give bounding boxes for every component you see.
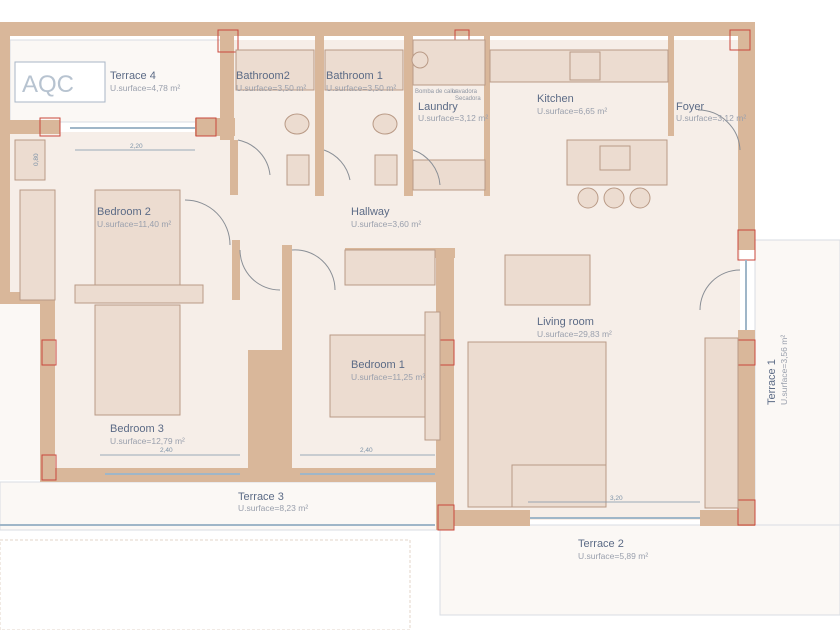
furniture <box>14 39 739 509</box>
room-bedroom-1: Bedroom 1U.surface=11,25 m² <box>351 359 425 382</box>
dimension-label: 2,20 <box>130 143 143 150</box>
room-area: U.surface=3,56 m² <box>779 335 789 405</box>
room-name: Hallway <box>351 206 390 218</box>
room-name: Terrace 3 <box>238 491 284 503</box>
room-name: Laundry <box>418 101 458 113</box>
terrace-2-area <box>439 524 840 616</box>
room-bedroom-2: Bedroom 2U.surface=11,40 m² <box>97 206 171 229</box>
room-name: Terrace 1 <box>766 359 778 405</box>
room-name: Living room <box>537 316 594 328</box>
doors <box>184 109 741 311</box>
room-area: U.surface=4,78 m² <box>110 83 180 93</box>
dimension-label: 2,40 <box>360 447 373 454</box>
room-area: U.surface=11,25 m² <box>351 372 425 382</box>
heat-pump-label: Bomba de calor <box>415 89 457 95</box>
room-name: Bedroom 2 <box>97 206 151 218</box>
room-name: Bathroom 1 <box>326 70 383 82</box>
windows <box>0 127 747 526</box>
dimension-label: 3,20 <box>610 495 623 502</box>
room-area: U.surface=5,89 m² <box>578 551 648 561</box>
room-area: U.surface=8,23 m² <box>238 503 308 513</box>
room-area: U.surface=11,40 m² <box>97 219 171 229</box>
dryer-label: Secadora <box>455 96 481 102</box>
dimension-label: 0,80 <box>33 153 40 166</box>
left-terrace-strip <box>0 300 45 480</box>
room-area: U.surface=3,60 m² <box>351 219 421 229</box>
room-name: Bathroom2 <box>236 70 290 82</box>
room-name: Bedroom 1 <box>351 359 405 371</box>
room-name: Terrace 2 <box>578 538 624 550</box>
room-area: U.surface=3,50 m² <box>236 83 306 93</box>
room-area: U.surface=3,12 m² <box>676 113 746 123</box>
terrace-3-area <box>0 481 441 531</box>
pool-label: AQC <box>22 71 74 98</box>
room-name: Terrace 4 <box>110 70 156 82</box>
dimension-lines <box>75 149 700 503</box>
room-name: Foyer <box>676 101 704 113</box>
washer-label: Lavadora <box>452 89 478 95</box>
room-area: U.surface=6,65 m² <box>537 106 607 116</box>
room-area: U.surface=3,50 m² <box>326 83 396 93</box>
room-terrace-3: Terrace 3U.surface=8,23 m² <box>238 491 308 513</box>
terrace-1-area <box>754 239 840 531</box>
room-terrace-2: Terrace 2U.surface=5,89 m² <box>578 538 648 561</box>
dimension-label: 2,40 <box>160 447 173 454</box>
walls <box>0 22 755 530</box>
garden-area <box>0 539 411 630</box>
pool <box>14 61 106 103</box>
room-bedroom-3: Bedroom 3U.surface=12,79 m² <box>110 423 185 446</box>
room-bathroom-1: Bathroom 1U.surface=3,50 m² <box>326 70 396 93</box>
room-name: Kitchen <box>537 93 574 105</box>
room-area: U.surface=12,79 m² <box>110 436 185 446</box>
room-area: U.surface=3,12 m² <box>418 113 488 123</box>
room-terrace-4: Terrace 4U.surface=4,78 m² <box>110 70 180 93</box>
room-name: Bedroom 3 <box>110 423 164 435</box>
room-area: U.surface=29,83 m² <box>537 329 612 339</box>
